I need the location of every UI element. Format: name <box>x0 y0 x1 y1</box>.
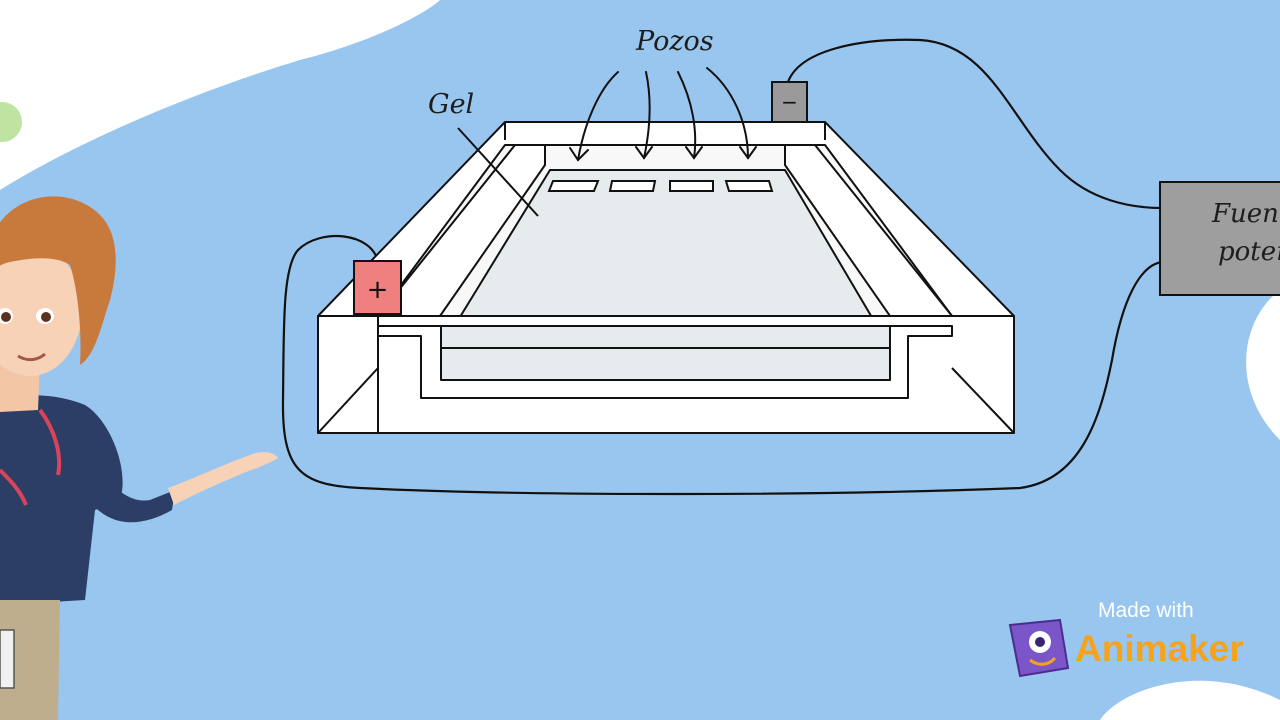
electrophoresis-chamber <box>317 121 1015 434</box>
gel-pointer <box>457 127 539 217</box>
watermark-made-with: Made with <box>1098 599 1194 622</box>
wells <box>547 180 774 192</box>
wells-arrows <box>569 67 757 162</box>
well <box>724 180 774 192</box>
well <box>547 180 600 192</box>
power-supply: Fuent poten <box>1159 181 1280 296</box>
well <box>608 180 657 192</box>
positive-sign: + <box>367 275 389 305</box>
positive-electrode: + <box>353 260 402 315</box>
wire-negative <box>786 38 1163 210</box>
gel-label: Gel <box>428 89 474 120</box>
watermark-brand: Animaker <box>1075 628 1244 669</box>
animaker-mascot-icon <box>1008 618 1070 678</box>
wire-positive <box>281 235 1163 496</box>
character-presenter <box>0 196 278 720</box>
negative-electrode: − <box>771 81 808 123</box>
well <box>669 180 714 192</box>
wires <box>281 38 1163 496</box>
power-supply-label-line1: Fuent <box>1211 199 1280 229</box>
wells-label: Pozos <box>635 26 714 57</box>
negative-sign: − <box>781 90 798 114</box>
watermark: Made with Animaker <box>1008 599 1244 678</box>
power-supply-label-line2: poten <box>1218 237 1280 267</box>
